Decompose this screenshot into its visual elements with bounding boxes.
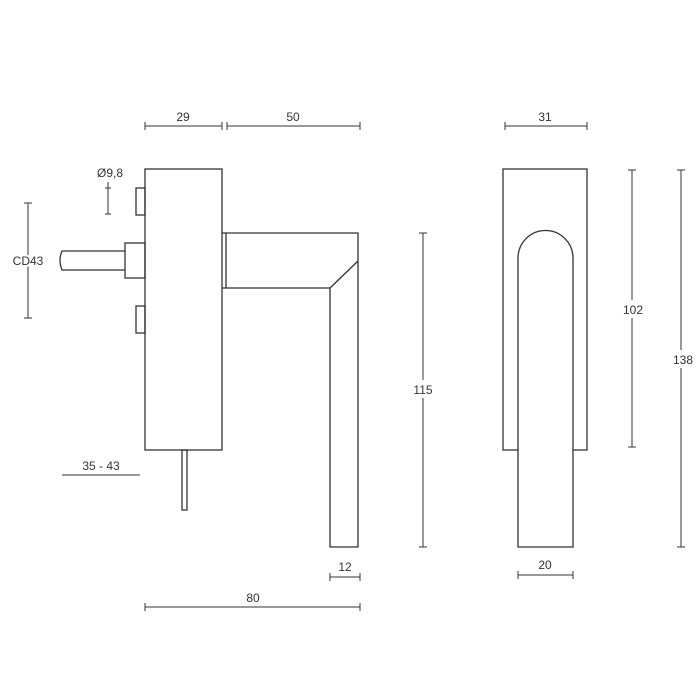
dim-pin: 35 - 43 <box>82 459 120 473</box>
dim-20: 20 <box>538 558 552 572</box>
locking-pin <box>181 449 188 511</box>
dim-50: 50 <box>286 110 300 124</box>
dim-31: 31 <box>538 110 552 124</box>
lower-tab <box>135 305 146 334</box>
handle-bevel <box>329 260 359 289</box>
base-plate <box>144 168 223 451</box>
spindle <box>59 250 125 271</box>
dim-29: 29 <box>176 110 190 124</box>
handle-lever <box>222 232 359 548</box>
spindle-collar <box>124 242 146 279</box>
dim-115: 115 <box>413 383 432 397</box>
dim-diameter: Ø9,8 <box>97 166 123 180</box>
front-handle <box>517 229 574 548</box>
side-view <box>59 168 359 548</box>
dim-138: 138 <box>673 353 693 367</box>
dim-102: 102 <box>623 303 643 317</box>
upper-tab <box>135 187 146 216</box>
front-view <box>502 168 588 548</box>
dim-cd43: CD43 <box>13 254 44 268</box>
dimension-lines <box>24 122 685 611</box>
dim-12: 12 <box>338 560 352 574</box>
dim-80: 80 <box>246 591 260 605</box>
